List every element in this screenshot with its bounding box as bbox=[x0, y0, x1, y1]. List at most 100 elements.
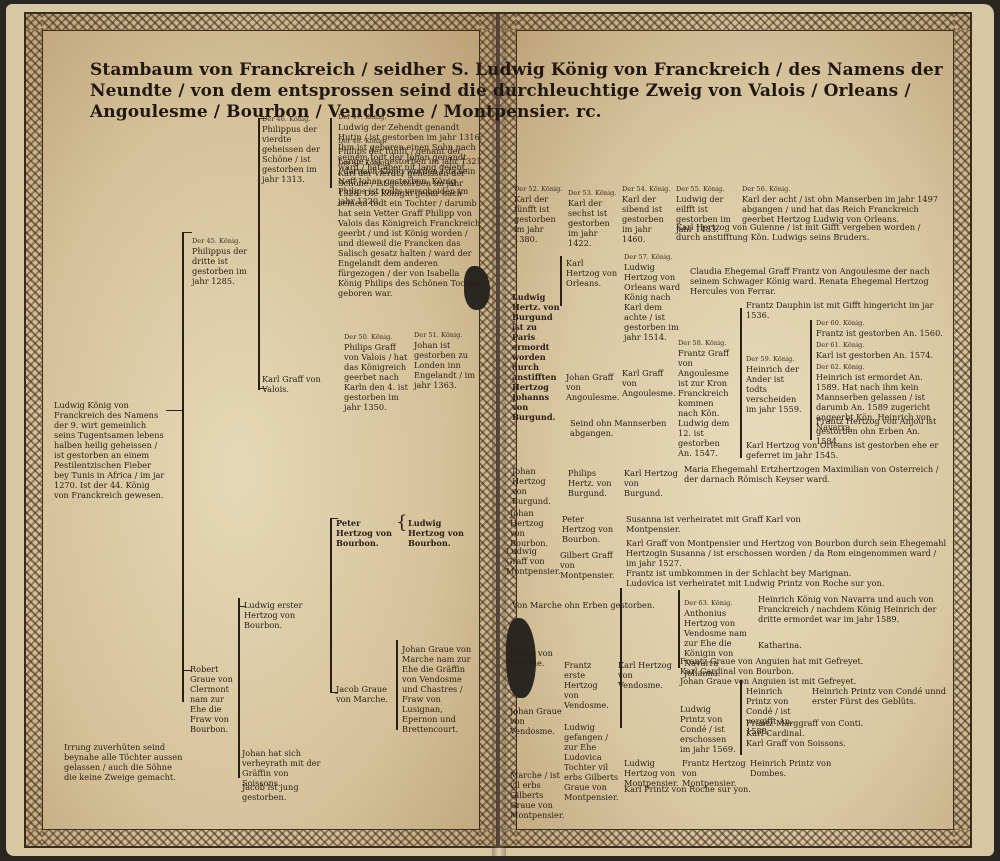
node-karl-montpensier: Karl Graff von Montpensier und Hertzog v… bbox=[626, 538, 947, 568]
node-franz-2: Der 60. König. Frantz ist gestorben An. … bbox=[816, 319, 946, 338]
node-text: Karl der sechst ist gestorben im jahr 14… bbox=[568, 197, 610, 248]
node-franz-conti: Frantz Marggraff von Conti. bbox=[746, 718, 864, 728]
node-louise: Ludovica ist verheiratet mit Ludwig Prin… bbox=[626, 578, 885, 588]
node-ludwig-montpensier: Ludwig Graff von Montpensier. bbox=[506, 546, 561, 576]
node-text: Philippus der dritte ist gestorben im ja… bbox=[192, 245, 248, 286]
node-text: Karl der vierdt / geheissen der Schöne /… bbox=[338, 167, 483, 298]
tree-connector bbox=[258, 388, 266, 389]
node-marche-vendome: Graue von Marche. bbox=[510, 648, 553, 668]
tree-connector bbox=[330, 118, 332, 188]
tree-connector bbox=[678, 590, 680, 668]
node-text: Karl ist gestorben An. 1574. bbox=[816, 349, 934, 360]
node-extinct: Seind ohn Mannserben abgangen. bbox=[570, 418, 667, 438]
inner-frame-left bbox=[42, 30, 480, 830]
tree-connector bbox=[238, 606, 246, 607]
tree-connector bbox=[330, 518, 332, 693]
tree-connector bbox=[330, 518, 338, 519]
node-karl-4: Der 49. König. Karl der vierdt / geheiss… bbox=[338, 159, 484, 298]
node-karl-soissons: Karl Graff von Soissons. bbox=[746, 738, 846, 748]
tree-connector bbox=[258, 118, 266, 119]
node-text: Heinrich der Ander ist todts verscheiden… bbox=[746, 363, 802, 414]
tree-root-ludwig: Ludwig König von Franckreich des Namens … bbox=[54, 400, 165, 500]
node-franz-1: Der 58. König. Frantz Graff von Angoules… bbox=[678, 339, 736, 457]
tree-connector bbox=[620, 588, 622, 728]
tree-connector bbox=[810, 320, 812, 440]
node-antoine: Der 63. König. Anthonius Hertzog von Ven… bbox=[684, 599, 754, 678]
center-fold bbox=[492, 14, 506, 856]
node-robert-clermont: Robert Graue von Clermont nam zur Ehe di… bbox=[190, 664, 233, 734]
king-ordinal: Der 62. König. bbox=[816, 363, 865, 371]
node-karl-orleans-2: Karl Hertzog von Orleans ist gestorben e… bbox=[746, 440, 939, 460]
node-maria: Maria Ehegemahl Ertzhertzogen Maximilian… bbox=[684, 464, 939, 484]
brace: { bbox=[396, 512, 408, 533]
tree-connector bbox=[396, 640, 398, 730]
node-johann-burgund: Johan Hertzog von Burgund. bbox=[512, 466, 551, 506]
node-karl-cardinal: Karl Cardinal von Bourbon. bbox=[680, 666, 795, 676]
node-philipp-5: Der 48. König. Philips der fünfft / gena… bbox=[338, 137, 484, 206]
king-ordinal: Der 49. König. bbox=[338, 159, 387, 167]
node-heinrich-conde: Heinrich Printz von Condé / ist vergifft… bbox=[746, 686, 793, 736]
page-title: Stambaum von Franckreich / seidher S. Lu… bbox=[90, 60, 943, 122]
node-franz-marignan: Frantz ist umbkommen in der Schlacht bey… bbox=[626, 568, 852, 578]
tree-connector bbox=[560, 256, 562, 306]
node-text: Philippus der vierdte geheissen der Schö… bbox=[262, 123, 320, 184]
node-heinrich-conde-2: Heinrich Printz von Condé unnd erster Fü… bbox=[812, 686, 947, 706]
node-peter-bourbon-2: Peter Hertzog von Bourbon. bbox=[562, 514, 614, 544]
node-text: Karl der acht / ist ohn Manserben im jah… bbox=[742, 193, 939, 224]
node-heinrich-2: Der 59. König. Heinrich der Ander ist to… bbox=[746, 355, 806, 414]
tree-connector bbox=[740, 308, 742, 458]
king-ordinal: Der 46. König. bbox=[262, 115, 311, 123]
node-heinrich-3: Der 62. König. Heinrich ist ermordet An.… bbox=[816, 363, 946, 431]
node-johann-bourbon: Johan Hertzog von Bourbon. bbox=[510, 508, 549, 548]
node-philipp-3: Der 45. König. Philippus der dritte ist … bbox=[192, 237, 254, 286]
node-text: Anthonius Hertzog von Vendosme nam zur E… bbox=[684, 607, 747, 678]
king-ordinal: Der 53. König. bbox=[568, 189, 617, 197]
node-karl-orleans: Karl Hertzog von Orleans. bbox=[566, 258, 618, 288]
node-karl-burgund: Karl Hertzog von Burgund. bbox=[624, 468, 678, 498]
king-ordinal: Der 52. König. bbox=[514, 185, 563, 193]
node-karl-6: Der 53. König. Karl der sechst ist gesto… bbox=[568, 189, 618, 248]
ornamental-border-left bbox=[26, 14, 496, 846]
node-ludwig-12: Der 57. König. Ludwig Hertzog von Orlean… bbox=[624, 253, 684, 341]
node-karl-guienne: Karl Hertzog von Guienne / ist mit Gifft… bbox=[676, 222, 921, 242]
node-heinrich-dombes: Heinrich Printz von Dombes. bbox=[750, 758, 832, 778]
node-philipp-4: Der 46. König. Philippus der vierdte geh… bbox=[262, 115, 328, 184]
tree-connector bbox=[166, 410, 182, 411]
node-johann-angouleme: Johan Graff von Angoulesme. bbox=[566, 372, 620, 402]
node-ludwig-1-bourbon: Ludwig erster Hertzog von Bourbon. bbox=[244, 600, 303, 630]
node-franz-enghien: Frantz Graue von Anguien hat mit Gefreye… bbox=[680, 656, 864, 666]
node-ludwig-orleans: Ludwig Hertz. von Burgund ist zu Paris e… bbox=[512, 292, 560, 422]
node-text: Philips der fünfft / genant der Lange / … bbox=[338, 145, 482, 206]
node-gilbert: Gilbert Graff von Montpensier. bbox=[560, 550, 615, 580]
node-katharina: Katharina. bbox=[758, 640, 802, 650]
king-ordinal: Der 51. König. bbox=[414, 331, 463, 339]
node-franz-montpensier: Frantz Hertzog von Montpensier. bbox=[682, 758, 746, 788]
node-ludwig-montpensier-2: Ludwig Hertzog von Montpensier. bbox=[624, 758, 679, 788]
tree-connector bbox=[740, 680, 742, 755]
node-susanna: Susanna ist verheiratet mit Graff Karl v… bbox=[626, 514, 801, 534]
node-karl-valois: Karl Graff von Valois. bbox=[262, 374, 321, 394]
node-text: Frantz ist gestorben An. 1560. bbox=[816, 327, 943, 338]
king-ordinal: Der 50. König. bbox=[344, 333, 393, 341]
right-page bbox=[498, 12, 972, 848]
ornamental-border-right bbox=[500, 14, 970, 846]
king-ordinal: Der 48. König. bbox=[338, 137, 387, 145]
left-page bbox=[24, 12, 498, 848]
node-johann-vendome: Johan Graue von Vendosme. bbox=[510, 706, 562, 736]
king-ordinal: Der 45. König. bbox=[192, 237, 241, 245]
node-philipp-6: Der 50. König. Philips Graff von Valois … bbox=[344, 333, 408, 411]
tree-connector bbox=[182, 232, 192, 233]
node-ludwig-gefangen: Ludwig gefangen / zur Ehe Ludovica Tocht… bbox=[564, 722, 619, 802]
node-marche-mid: Marche / ist vil erbs Gilberts Graue von… bbox=[510, 770, 565, 820]
paper-tear bbox=[506, 618, 536, 698]
node-johann-marche: Johan Graue von Marche nam zur Ehe die G… bbox=[402, 644, 472, 734]
node-marche-extinct: Von Marche ohn Erben gestorben. bbox=[512, 600, 655, 610]
king-ordinal: Der 63. König. bbox=[684, 599, 733, 607]
node-heinrich-4: Heinrich König von Navarra und auch von … bbox=[758, 594, 937, 624]
king-ordinal: Der 54. König. bbox=[622, 185, 671, 193]
node-jacob-jung: Jacob ist jung gestorben. bbox=[242, 782, 299, 802]
node-claudia: Claudia Ehegemal Graff Frantz von Angoul… bbox=[690, 266, 930, 296]
king-ordinal: Der 58. König. bbox=[678, 339, 727, 347]
node-karl-8: Der 56. König. Karl der acht / ist ohn M… bbox=[742, 185, 952, 224]
inner-frame-right bbox=[516, 30, 954, 830]
